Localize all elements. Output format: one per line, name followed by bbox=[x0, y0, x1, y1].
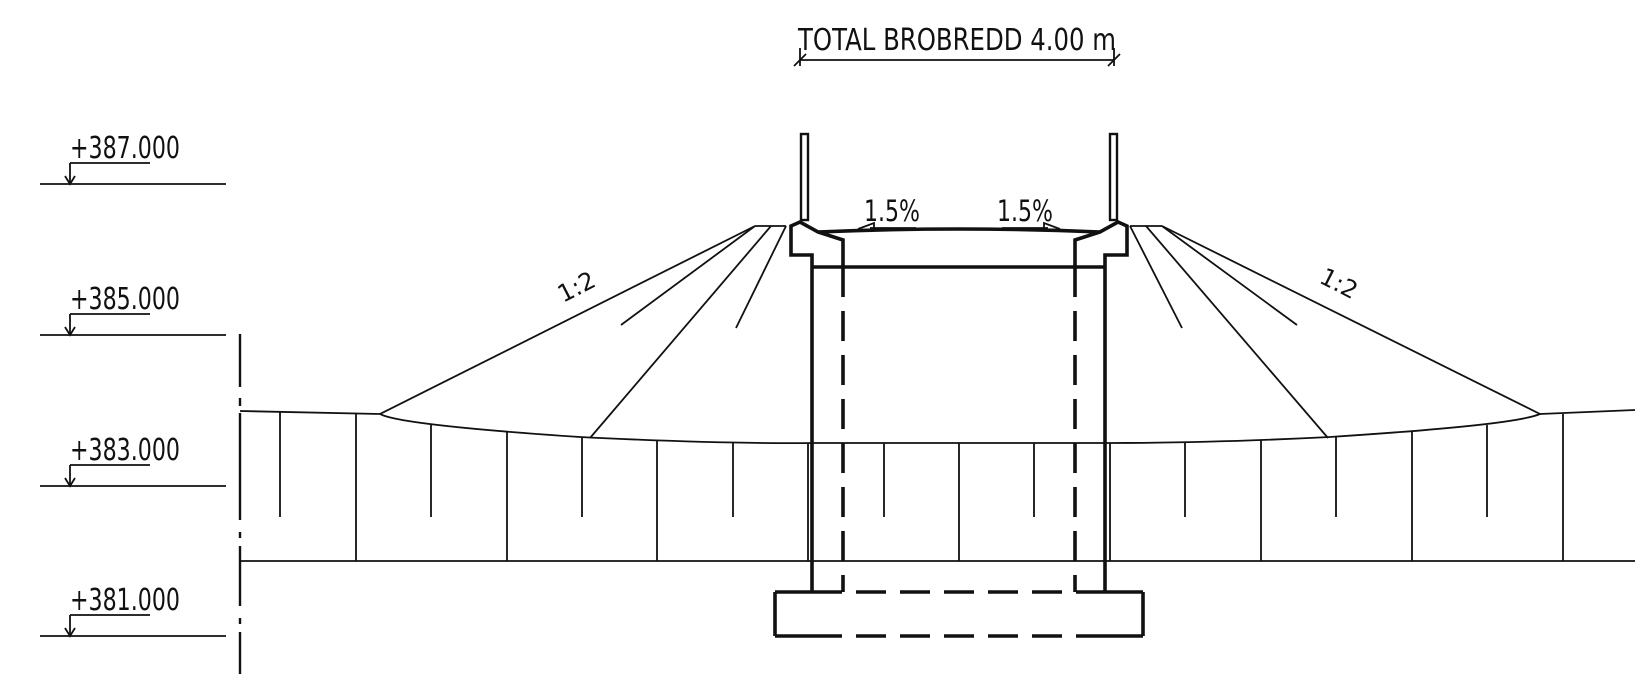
width-dimension: TOTAL BROBREDD 4.00 m bbox=[793, 23, 1121, 67]
slope-label-left: 1:2 bbox=[553, 266, 600, 308]
slope-line-right bbox=[1161, 225, 1541, 415]
level-marker-387: +387.000 bbox=[40, 131, 226, 186]
existing-ground-line bbox=[239, 409, 1635, 445]
dimension-title: TOTAL BROBREDD 4.00 m bbox=[797, 23, 1116, 58]
edge-beam-left bbox=[789, 219, 845, 267]
railing-right bbox=[1108, 132, 1119, 222]
railing-post-right bbox=[1108, 132, 1119, 222]
terrain bbox=[239, 409, 1635, 562]
crossfall-left: 1.5% bbox=[857, 194, 920, 230]
railing-left bbox=[799, 132, 810, 222]
railing-post-left bbox=[799, 132, 810, 222]
slope-line-left bbox=[379, 225, 756, 415]
soil-hatching bbox=[279, 412, 1564, 561]
foundation-footing bbox=[773, 590, 1145, 638]
embankment-left bbox=[379, 225, 787, 439]
level-marker-385: +385.000 bbox=[40, 282, 226, 337]
abutment-walls bbox=[810, 267, 1107, 592]
level-label-381: +381.000 bbox=[70, 583, 180, 618]
dimension-tick-right bbox=[1107, 53, 1121, 67]
slope-label-right: 1:2 bbox=[1315, 262, 1362, 304]
bridge-deck bbox=[789, 219, 1129, 269]
deck-surface bbox=[817, 227, 1101, 234]
level-label-387: +387.000 bbox=[70, 131, 180, 166]
edge-beam-right bbox=[1073, 219, 1129, 267]
crossfall-right: 1.5% bbox=[997, 194, 1061, 230]
level-marker-381: +381.000 bbox=[40, 583, 226, 638]
level-marker-383: +383.000 bbox=[40, 433, 226, 488]
dimension-tick-left bbox=[793, 53, 807, 67]
level-label-383: +383.000 bbox=[70, 433, 180, 468]
level-label-385: +385.000 bbox=[70, 282, 180, 317]
embankment-right bbox=[1129, 225, 1541, 439]
